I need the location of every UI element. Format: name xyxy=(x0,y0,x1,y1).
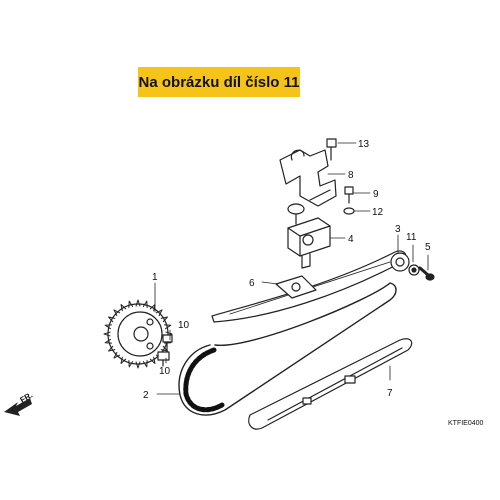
bolt-lower xyxy=(157,351,170,367)
part-label-2: 2 xyxy=(143,390,149,401)
part-label-7: 7 xyxy=(387,388,393,399)
sprocket-tooth xyxy=(108,345,116,352)
part-label-6: 6 xyxy=(249,278,255,289)
part-label-10-lower: 10 xyxy=(159,366,171,377)
sprocket-tooth xyxy=(155,309,163,317)
sprocket-tooth xyxy=(128,359,134,368)
front-direction-arrow xyxy=(4,398,32,416)
bolt-13 xyxy=(326,138,337,161)
sprocket-tooth xyxy=(135,361,141,369)
sprocket-tooth xyxy=(142,359,148,368)
sprocket-tooth xyxy=(163,324,172,330)
part-label-10-upper: 10 xyxy=(178,320,190,331)
tensioner-gasket xyxy=(275,275,317,299)
diagram-code: KTFIE0400 xyxy=(448,420,484,427)
washer-12 xyxy=(343,207,355,215)
part-label-3: 3 xyxy=(395,224,401,235)
sprocket-tooth xyxy=(108,316,116,323)
bolt-9 xyxy=(344,186,354,204)
sprocket-tooth xyxy=(142,300,148,309)
sprocket-tooth xyxy=(128,300,134,309)
sprocket-tooth xyxy=(120,356,127,364)
leader-lines xyxy=(154,142,429,395)
sprocket-tooth xyxy=(149,356,156,364)
sprocket-tooth xyxy=(113,309,121,317)
part-banner: Na obrázku díl číslo 11 xyxy=(138,67,300,97)
tensioner-lifter xyxy=(287,203,331,269)
sprocket-tooth xyxy=(104,324,113,330)
part-label-9: 9 xyxy=(373,189,379,200)
sprocket-tooth xyxy=(120,304,127,312)
sprocket-tooth xyxy=(104,338,113,344)
part-label-8: 8 xyxy=(348,170,354,181)
cam-sprocket xyxy=(103,299,173,369)
part-label-12: 12 xyxy=(372,207,384,218)
sprocket-tooth xyxy=(103,331,111,337)
sprocket-tooth xyxy=(113,351,121,359)
sprocket-tooth xyxy=(135,299,141,307)
tensioner-bracket xyxy=(279,149,337,207)
part-label-5: 5 xyxy=(425,242,431,253)
washer-11 xyxy=(408,264,420,276)
chain-guide xyxy=(248,338,413,430)
sprocket-tooth xyxy=(160,316,168,323)
bolt-5 xyxy=(418,266,435,281)
part-label-13: 13 xyxy=(358,139,370,150)
direction-label: FR. xyxy=(19,390,35,404)
cam-chain xyxy=(178,282,397,416)
part-label-11: 11 xyxy=(406,232,417,243)
part-label-1: 1 xyxy=(152,272,158,283)
part-label-4: 4 xyxy=(348,234,354,245)
